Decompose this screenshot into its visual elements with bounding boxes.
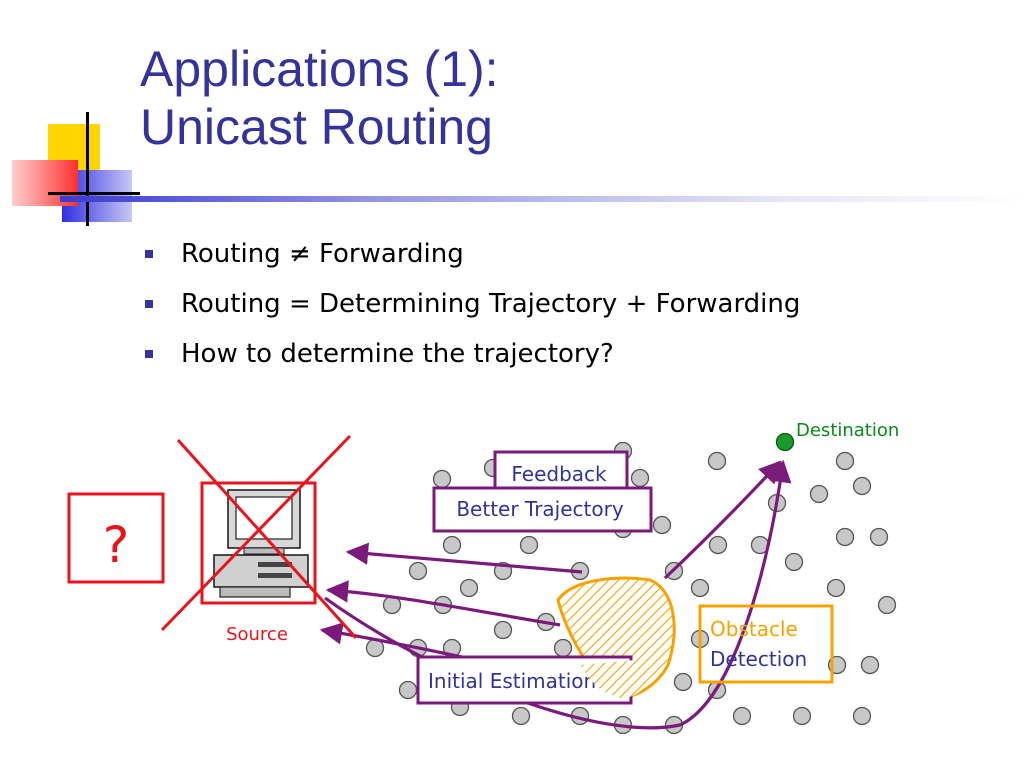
feedback-arrow — [345, 542, 583, 574]
initial-trajectory-arrow — [663, 460, 782, 580]
question-mark: ? — [103, 516, 130, 574]
title-underline — [60, 196, 1024, 202]
slide-title: Applications (1): Unicast Routing — [140, 40, 499, 156]
source-computer-icon — [200, 481, 317, 605]
obstacle-detection-box — [698, 604, 834, 684]
obstacle-overlap — [580, 660, 650, 699]
bullet-square-icon — [145, 300, 153, 308]
feedback-label: Feedback — [511, 462, 607, 486]
bullet-text: How to determine the trajectory? — [181, 339, 614, 369]
question-box — [67, 492, 165, 584]
cross-line — [176, 438, 358, 640]
title-line-2: Unicast Routing — [140, 99, 493, 155]
better-trajectory-box — [432, 486, 653, 533]
bullet-text: Routing = Determining Trajectory + Forwa… — [181, 289, 801, 319]
source-label: Source — [226, 624, 288, 645]
title-line-1: Applications (1): — [140, 41, 499, 97]
bullet-square-icon — [145, 250, 153, 258]
obstacle-return-arrow — [325, 580, 561, 627]
better-trajectory-label: Better Trajectory — [456, 497, 624, 521]
bullet-square-icon — [145, 350, 153, 358]
decor-vertical-line — [86, 112, 89, 226]
cross-line — [160, 434, 352, 632]
bullet-item: How to determine the trajectory? — [145, 334, 800, 384]
initial-estimation-label: Initial Estimation — [428, 669, 596, 693]
obstacle-label-line2: Detection — [710, 647, 807, 671]
feedback-box — [493, 450, 629, 492]
obstacle-label-line1: Obstacle — [710, 617, 798, 641]
bullet-item: Routing ≠ Forwarding — [145, 234, 800, 284]
bullet-list: Routing ≠ Forwarding Routing = Determini… — [145, 234, 800, 384]
bullet-item: Routing = Determining Trajectory + Forwa… — [145, 284, 800, 334]
bullet-text: Routing ≠ Forwarding — [181, 239, 464, 269]
destination-label: Destination — [796, 420, 899, 441]
decor-horizontal-line — [48, 192, 140, 195]
destination-node — [775, 432, 795, 452]
